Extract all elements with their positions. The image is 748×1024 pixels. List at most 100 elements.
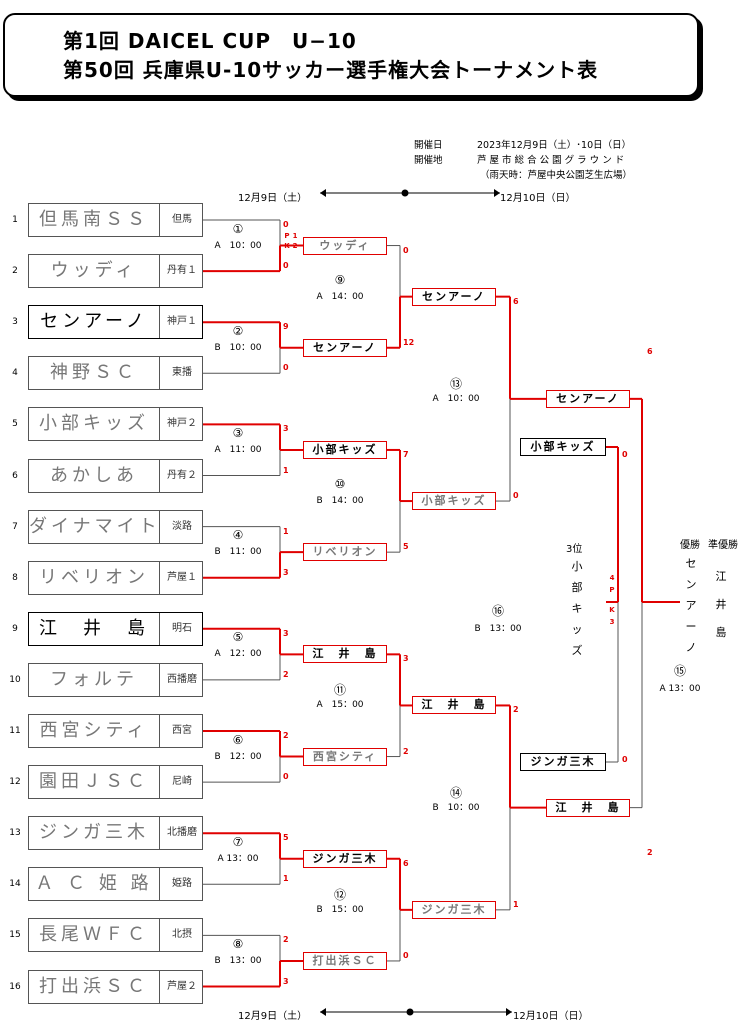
team-name: 但馬南ＳＳ xyxy=(39,209,149,230)
match-5-score-2: 2 xyxy=(283,670,289,679)
team-box: 江 井 島明石 xyxy=(28,612,203,646)
match-14-number: ⑭ xyxy=(449,786,462,800)
team-name: ウッディ xyxy=(50,260,138,281)
team-name: 小部キッズ xyxy=(39,413,149,434)
champion-label: 優勝 xyxy=(680,540,700,551)
match-13-info: A 10：00 xyxy=(432,394,480,404)
match-7-score-1: 5 xyxy=(283,833,289,842)
match-14-score-2: 1 xyxy=(513,900,519,909)
match-2-score-1: 9 xyxy=(283,322,289,331)
match-12-score-1: 6 xyxy=(403,859,409,868)
third-score-1: 0 xyxy=(622,450,628,459)
match-15-number: ⑮ xyxy=(673,664,686,678)
champion-name: センアーノ xyxy=(684,553,698,658)
team-region: 但馬 xyxy=(159,204,204,236)
team-seed-number: 14 xyxy=(9,879,21,889)
match-10-number: ⑩ xyxy=(334,477,346,491)
match-11-score-2: 2 xyxy=(403,747,409,756)
match-14-score-1: 2 xyxy=(513,705,519,714)
vertical-char: ッ xyxy=(571,623,583,636)
match-6-info: B 12：00 xyxy=(214,752,262,762)
match-3-number: ③ xyxy=(232,426,244,440)
team-region: 芦屋２ xyxy=(159,971,204,1003)
round1-winner-5: 江 井 島 xyxy=(303,645,387,663)
day2-label-top: 12月10日（日） xyxy=(500,193,576,204)
team-seed-number: 6 xyxy=(12,471,18,481)
match-13-score-1: 6 xyxy=(513,297,519,306)
vertical-char: ー xyxy=(685,620,697,633)
match-14-info: B 10：00 xyxy=(432,803,480,813)
round3-winner-2: 江 井 島 xyxy=(546,799,630,817)
date-label: 開催日 xyxy=(414,140,443,151)
team-region: 丹有１ xyxy=(159,255,204,287)
vertical-char: 小 xyxy=(571,560,583,573)
team-seed-number: 7 xyxy=(12,522,18,532)
third-pk-left: 4 xyxy=(609,574,615,582)
team-name: ジンガ三木 xyxy=(39,822,149,843)
match-9-score-1: 0 xyxy=(403,246,409,255)
vertical-char: キ xyxy=(571,602,583,615)
match-16-info: B 13：00 xyxy=(474,624,522,634)
match-16-number: ⑯ xyxy=(491,604,504,618)
team-box: リベリオン芦屋１ xyxy=(28,561,203,595)
match-7-number: ⑦ xyxy=(232,835,244,849)
round1-winner-3: 小部キッズ xyxy=(303,441,387,459)
third-pk-right: 3 xyxy=(609,618,615,626)
match-9-number: ⑨ xyxy=(334,273,346,287)
title-line-1: 第1回 DAICEL CUP U−10 xyxy=(63,29,357,53)
final-score-1: 6 xyxy=(647,347,653,356)
match-8-score-1: 2 xyxy=(283,935,289,944)
team-name: センアーノ xyxy=(40,311,148,332)
team-seed-number: 5 xyxy=(12,419,18,429)
match-6-number: ⑥ xyxy=(232,733,244,747)
team-name: あかしあ xyxy=(50,465,138,486)
match-3-score-2: 1 xyxy=(283,466,289,475)
match-12-info: B 15：00 xyxy=(316,905,364,915)
final-score-2: 2 xyxy=(647,848,653,857)
team-name: Ａ Ｃ 姫 路 xyxy=(35,873,153,894)
day1-label-bottom: 12月9日（土） xyxy=(238,1011,308,1022)
third-score-2: 0 xyxy=(622,755,628,764)
match-2-info: B 10：00 xyxy=(214,343,262,353)
team-box: あかしあ丹有２ xyxy=(28,459,203,493)
date-value: 2023年12月9日（土）･10日（日） xyxy=(477,140,632,151)
match-10-info: B 14：00 xyxy=(316,496,364,506)
team-name: 打出浜ＳＣ xyxy=(39,976,149,997)
round3-winner-1: センアーノ xyxy=(546,390,630,408)
team-region: 西宮 xyxy=(159,715,204,747)
match-8-info: B 13：00 xyxy=(214,956,262,966)
team-name: フォルテ xyxy=(50,669,138,690)
team-box: 西宮シティ西宮 xyxy=(28,714,203,748)
vertical-char: 島 xyxy=(715,626,727,639)
team-name: 江 井 島 xyxy=(39,618,149,639)
match-9-score-2: 12 xyxy=(403,338,415,347)
team-region: 神戸１ xyxy=(159,306,204,338)
team-seed-number: 10 xyxy=(9,675,21,685)
title-line-2: 第50回 兵庫県U-10サッカー選手権大会トーナメント表 xyxy=(63,58,599,82)
team-seed-number: 4 xyxy=(12,368,18,378)
team-region: 明石 xyxy=(159,613,204,645)
team-name: リベリオン xyxy=(39,567,149,588)
team-seed-number: 9 xyxy=(12,624,18,634)
third-pk-p: P xyxy=(609,586,615,594)
match-12-number: ⑫ xyxy=(333,888,346,902)
team-box: フォルテ西播磨 xyxy=(28,663,203,697)
rain-venue: （雨天時：芦屋中央公園芝生広場） xyxy=(480,170,633,181)
match-12-score-2: 0 xyxy=(403,951,409,960)
team-name: 園田ＪＳＣ xyxy=(39,771,149,792)
third-place-winner: 小部キッズ xyxy=(570,556,584,661)
vertical-char: ズ xyxy=(571,644,583,657)
team-box: ジンガ三木北播磨 xyxy=(28,816,203,850)
vertical-char: ア xyxy=(685,599,697,612)
team-region: 東播 xyxy=(159,357,204,389)
match-6-score-2: 0 xyxy=(283,772,289,781)
date-arrowhead xyxy=(494,189,500,197)
team-name: 長尾ＷＦＣ xyxy=(39,924,149,945)
title-box: 第1回 DAICEL CUP U−10 第50回 兵庫県U-10サッカー選手権大… xyxy=(3,13,699,97)
match-1-score-2: 0 xyxy=(283,261,289,270)
match-11-number: ⑪ xyxy=(333,683,346,697)
round2-winner-4: ジンガ三木 xyxy=(412,901,496,919)
